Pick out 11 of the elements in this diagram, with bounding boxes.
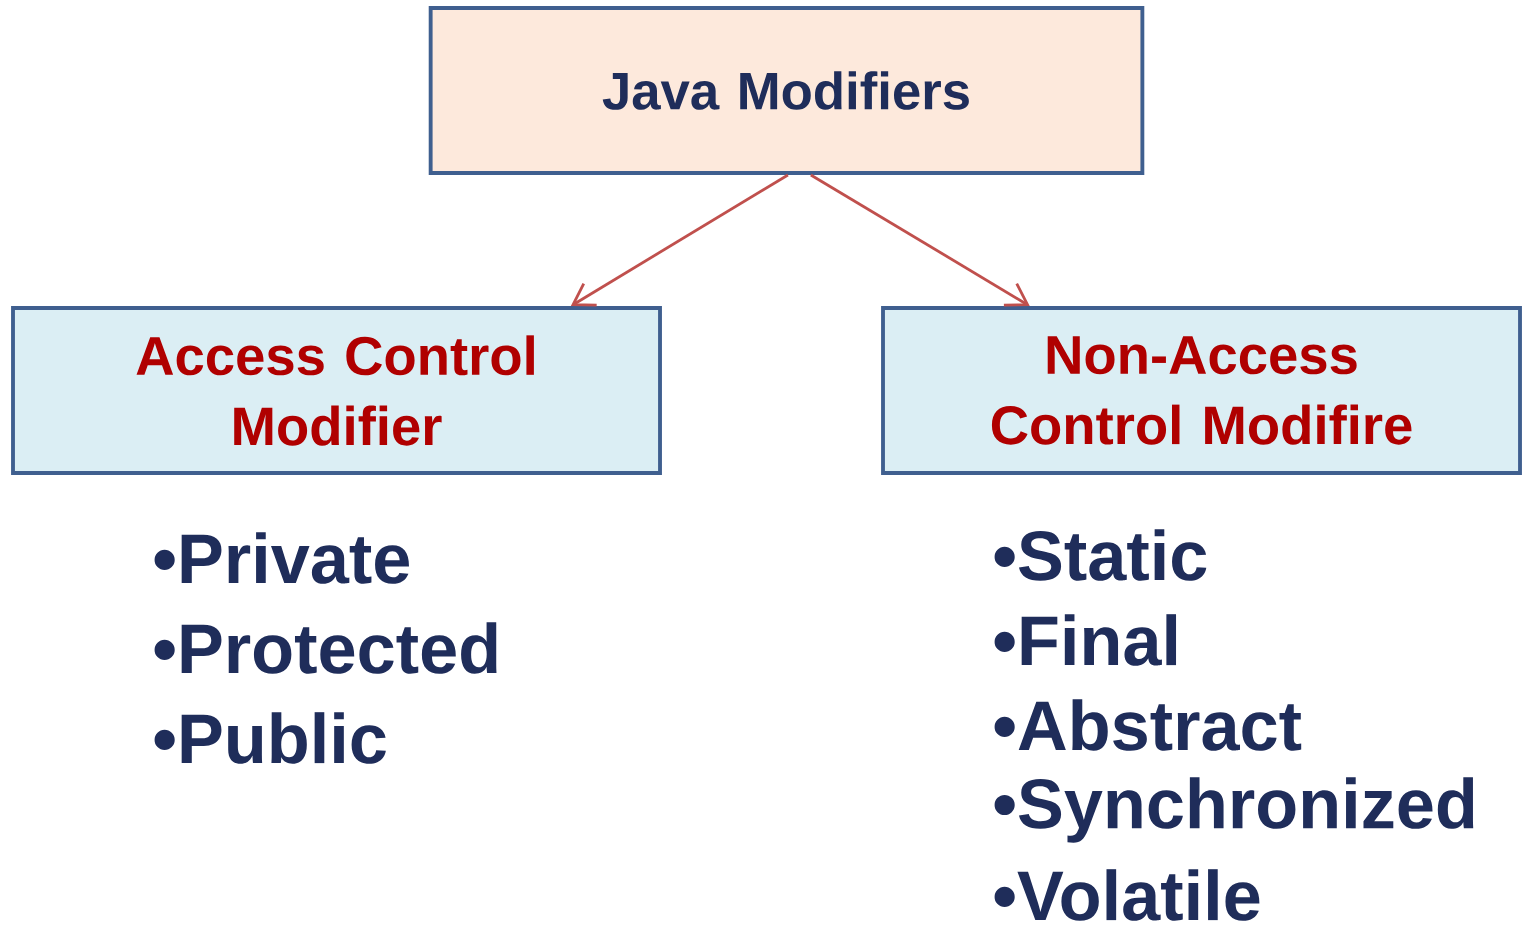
list-item: •Synchronized (994, 777, 1474, 843)
arrow (570, 173, 789, 307)
title-box: Java Modifiers (428, 6, 1145, 175)
list-item: •Volatile (994, 869, 1260, 921)
list-item: •Abstract (994, 699, 1302, 751)
list-item: •Public (154, 712, 386, 764)
arrow (810, 173, 1030, 307)
list-item: •Final (994, 614, 1177, 666)
category-box: Non-Access Control Modifire (881, 306, 1522, 475)
list-item: •Protected (154, 622, 497, 674)
category-box: Access Control Modifier (11, 306, 662, 475)
